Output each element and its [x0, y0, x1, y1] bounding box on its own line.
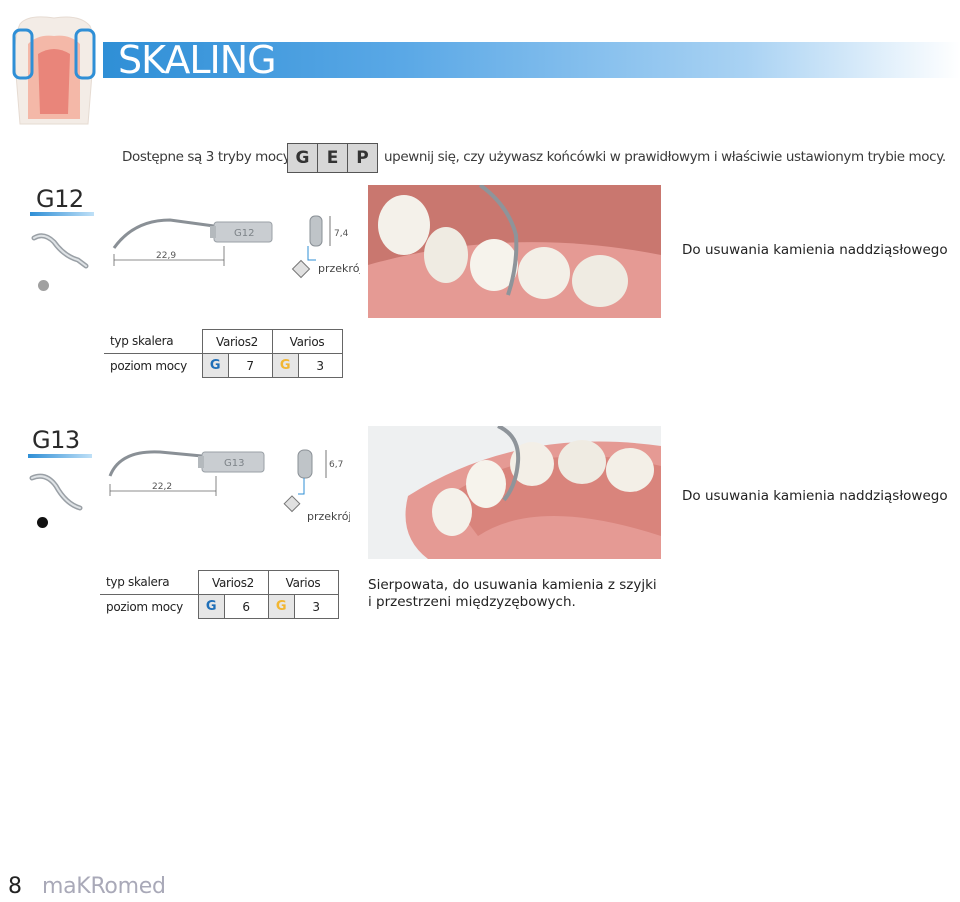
- modes-label: Dostępne są 3 tryby mocy:: [122, 149, 294, 165]
- height-label: 7,4: [334, 229, 349, 239]
- teeth-photo-g13: [368, 426, 661, 559]
- cross-section-label: przekrój: [307, 510, 350, 523]
- length-label: 22,9: [156, 251, 176, 261]
- scaler-varios: Varios: [271, 329, 343, 354]
- teeth-photo-g12: [368, 185, 661, 318]
- power-value: 3: [293, 594, 339, 619]
- diamond-cross-section-icon: 6,7 przekrój: [283, 449, 350, 523]
- scaler-varios2: Varios2: [201, 329, 273, 354]
- mode-g: G: [288, 144, 318, 172]
- scaler-varios2: Varios2: [197, 570, 269, 595]
- row-label-scaler: typ skalera: [104, 329, 203, 354]
- mode-g-yellow: G: [271, 353, 299, 378]
- modes-note: upewnij się, czy używasz końcówki w praw…: [384, 149, 946, 165]
- extra-description-g13: Sierpowata, do usuwania kamienia z szyjk…: [368, 577, 657, 611]
- row-label-power: poziom mocy: [104, 353, 203, 378]
- scaler-varios: Varios: [267, 570, 339, 595]
- mode-g-blue: G: [197, 594, 225, 619]
- power-modes-box: G E P: [287, 143, 378, 173]
- scaler-tip-icon: [31, 233, 89, 269]
- tip-engraving: G13: [224, 458, 244, 469]
- mode-e: E: [318, 144, 348, 172]
- title-bar: [103, 42, 960, 78]
- spec-table-g12: typ skalera Varios2 Varios poziom mocy G…: [104, 329, 343, 378]
- model-name-g13: G13: [32, 426, 80, 454]
- diamond-cross-section-icon: 7,4 przekrój: [291, 215, 360, 279]
- tip-engraving: G12: [234, 228, 254, 239]
- cross-section-label: przekrój: [318, 262, 360, 275]
- tip-diagram-g13: G13 22,2: [108, 450, 265, 496]
- power-value: 7: [227, 353, 273, 378]
- extra-description-line: i przestrzeni międzyzębowych.: [368, 594, 576, 610]
- page-number: 8: [8, 874, 22, 899]
- scaler-tip-icon: [29, 473, 83, 511]
- mode-g-blue: G: [201, 353, 229, 378]
- mode-p: P: [356, 148, 369, 168]
- model-name-g12: G12: [36, 185, 84, 213]
- tip-diagram-g12: G12 22,9: [112, 218, 273, 266]
- model-underline: [30, 212, 94, 216]
- model-underline: [28, 454, 92, 458]
- description-g13: Do usuwania kamienia naddziąsłowego: [682, 488, 948, 504]
- mode-dot: [38, 280, 49, 291]
- height-label: 6,7: [329, 460, 343, 470]
- spec-table-g13: typ skalera Varios2 Varios poziom mocy G…: [100, 570, 339, 619]
- tooth-cross-section-icon: [12, 16, 96, 125]
- extra-description-line: Sierpowata, do usuwania kamienia z szyjk…: [368, 577, 657, 593]
- power-value: 6: [223, 594, 269, 619]
- power-value: 3: [297, 353, 343, 378]
- length-label: 22,2: [152, 482, 172, 492]
- row-label-scaler: typ skalera: [100, 570, 199, 595]
- description-g12: Do usuwania kamienia naddziąsłowego: [682, 242, 948, 258]
- page-title: SKALING: [118, 38, 277, 82]
- brand-logo: maKRomed: [42, 874, 166, 899]
- mode-g-yellow: G: [267, 594, 295, 619]
- mode-dot: [37, 517, 48, 528]
- row-label-power: poziom mocy: [100, 594, 199, 619]
